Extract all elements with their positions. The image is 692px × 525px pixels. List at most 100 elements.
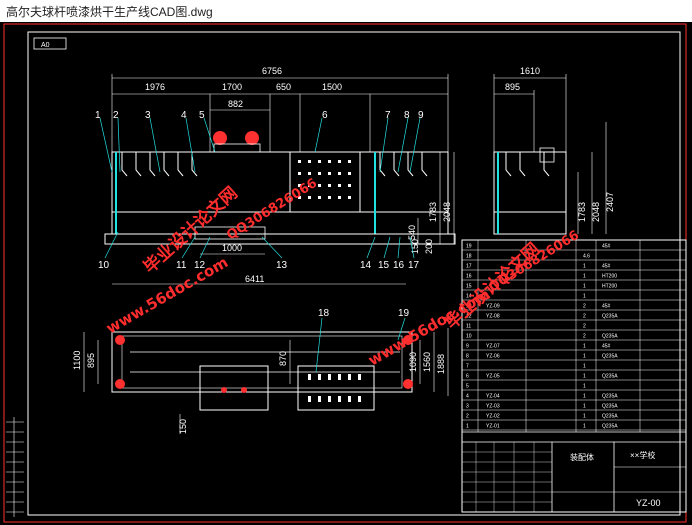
dim-front-h1: 1783 (428, 202, 438, 222)
dim-front-1000: 1000 (222, 243, 242, 253)
dim-plan-right1: 1090 (408, 352, 418, 372)
parts-cell-code: YZ-09 (486, 304, 500, 310)
parts-cell-no: 16 (466, 274, 472, 280)
dim-plan-right2: 1560 (422, 352, 432, 372)
parts-cell-qty: 1 (583, 344, 586, 350)
callout-10: 10 (98, 260, 110, 271)
parts-cell-mat: 45# (602, 344, 611, 350)
dim-front-bottom: 6411 (245, 274, 264, 284)
dim-front-b: 1700 (222, 82, 242, 92)
dim-front-h4: 150 (410, 239, 420, 254)
parts-cell-qty: 1 (583, 264, 586, 270)
parts-cell-code: YZ-07 (486, 344, 500, 350)
callout-2: 2 (113, 110, 119, 121)
parts-cell-code: YZ-04 (486, 394, 500, 400)
parts-cell-qty: 2 (583, 314, 586, 320)
cad-drawing: A0 6756 1976 1700 650 1500 882 (3, 23, 687, 523)
parts-cell-mat: Q235A (602, 314, 618, 320)
parts-cell-mat: HT200 (602, 284, 617, 290)
dim-side-w2: 895 (505, 82, 520, 92)
parts-cell-mat: 45# (602, 304, 611, 310)
parts-cell-code: YZ-02 (486, 414, 500, 420)
parts-cell-mat: Q235A (602, 424, 618, 430)
sheet-tag: A0 (41, 42, 50, 49)
callout-9: 9 (418, 110, 424, 121)
dim-side-w1: 1610 (520, 66, 540, 76)
parts-cell-qty: 2 (583, 324, 586, 330)
parts-cell-mat: 45# (602, 264, 611, 270)
front-view: 6756 1976 1700 650 1500 882 (95, 66, 456, 285)
dim-front-c: 650 (276, 82, 291, 92)
callout-3: 3 (145, 110, 151, 121)
parts-cell-mat: Q235A (602, 414, 618, 420)
callout-18: 18 (318, 308, 330, 319)
sheet-code: YZ-00 (636, 498, 661, 508)
parts-cell-qty: 1 (583, 294, 586, 300)
parts-cell-no: 15 (466, 284, 472, 290)
dim-plan-left2: 895 (86, 353, 96, 368)
parts-cell-no: 14 (466, 294, 472, 300)
parts-cell-mat: Q235A (602, 404, 618, 410)
callout-16: 16 (393, 260, 405, 271)
callout-19: 19 (398, 308, 410, 319)
parts-cell-no: 19 (466, 244, 472, 250)
parts-cell-qty: 2 (583, 334, 586, 340)
dim-front-d: 1500 (322, 82, 342, 92)
watermark-qq-1: QQ306826066 (224, 176, 320, 244)
school-name: ××学校 (630, 450, 655, 460)
parts-cell-no: 13 (466, 304, 472, 310)
parts-cell-no: 9 (466, 344, 469, 350)
dim-front-h5: 200 (424, 239, 434, 254)
dim-plan-bottom: 150 (178, 419, 188, 434)
callout-8: 8 (404, 110, 410, 121)
parts-cell-mat: Q235A (602, 374, 618, 380)
parts-cell-qty: 1 (583, 284, 586, 290)
inner-frame (27, 31, 681, 516)
parts-cell-qty: 1 (583, 394, 586, 400)
parts-cell-no: 18 (466, 254, 472, 260)
callout-7: 7 (385, 110, 391, 121)
callout-14: 14 (360, 260, 372, 271)
dim-front-h2: 2048 (442, 202, 452, 222)
parts-cell-code: YZ-03 (486, 404, 500, 410)
dim-front-overall: 6756 (262, 66, 282, 76)
callout-13: 13 (276, 260, 288, 271)
parts-cell-mat: Q235A (602, 334, 618, 340)
parts-cell-qty: 2 (583, 304, 586, 310)
dim-front-e: 882 (228, 99, 243, 109)
parts-cell-mat: Q235A (602, 394, 618, 400)
callout-12: 12 (194, 260, 206, 271)
parts-cell-qty: 1 (583, 374, 586, 380)
drawing-title: 装配体 (570, 452, 594, 462)
parts-cell-code: YZ-08 (486, 314, 500, 320)
parts-cell-code: YZ-05 (486, 374, 500, 380)
parts-cell-qty: 1 (583, 414, 586, 420)
dim-front-h3: 540 (407, 225, 417, 240)
parts-cell-qty: 1 (583, 274, 586, 280)
parts-cell-no: 10 (466, 334, 472, 340)
parts-cell-no: 8 (466, 354, 469, 360)
parts-cell-no: 1 (466, 424, 469, 430)
callout-11: 11 (176, 260, 187, 271)
watermark-url-1: www.56doc.com (103, 253, 231, 337)
callout-4: 4 (181, 110, 187, 121)
parts-cell-no: 4 (466, 394, 469, 400)
callout-6: 6 (322, 110, 328, 121)
parts-cell-code: YZ-01 (486, 424, 500, 430)
parts-cell-qty: 4.6 (583, 254, 590, 260)
parts-cell-no: 17 (466, 264, 472, 270)
callout-5: 5 (199, 110, 205, 121)
parts-cell-mat: HT200 (602, 274, 617, 280)
sheet-tag-box (33, 37, 67, 50)
dim-plan-mid: 870 (278, 351, 288, 366)
parts-cell-qty: 1 (583, 364, 586, 370)
parts-cell-qty: 1 (583, 404, 586, 410)
dim-plan-right3: 1888 (436, 354, 446, 374)
frame-ticks (6, 417, 24, 517)
parts-cell-no: 6 (466, 374, 469, 380)
plan-view: 1100 895 870 1090 1560 1888 150 18 19 (72, 308, 449, 434)
cad-viewport[interactable]: A0 6756 1976 1700 650 1500 882 (0, 22, 692, 525)
parts-cell-qty: 1 (583, 354, 586, 360)
dim-front-a: 1976 (145, 82, 165, 92)
parts-cell-qty: 1 (583, 424, 586, 430)
